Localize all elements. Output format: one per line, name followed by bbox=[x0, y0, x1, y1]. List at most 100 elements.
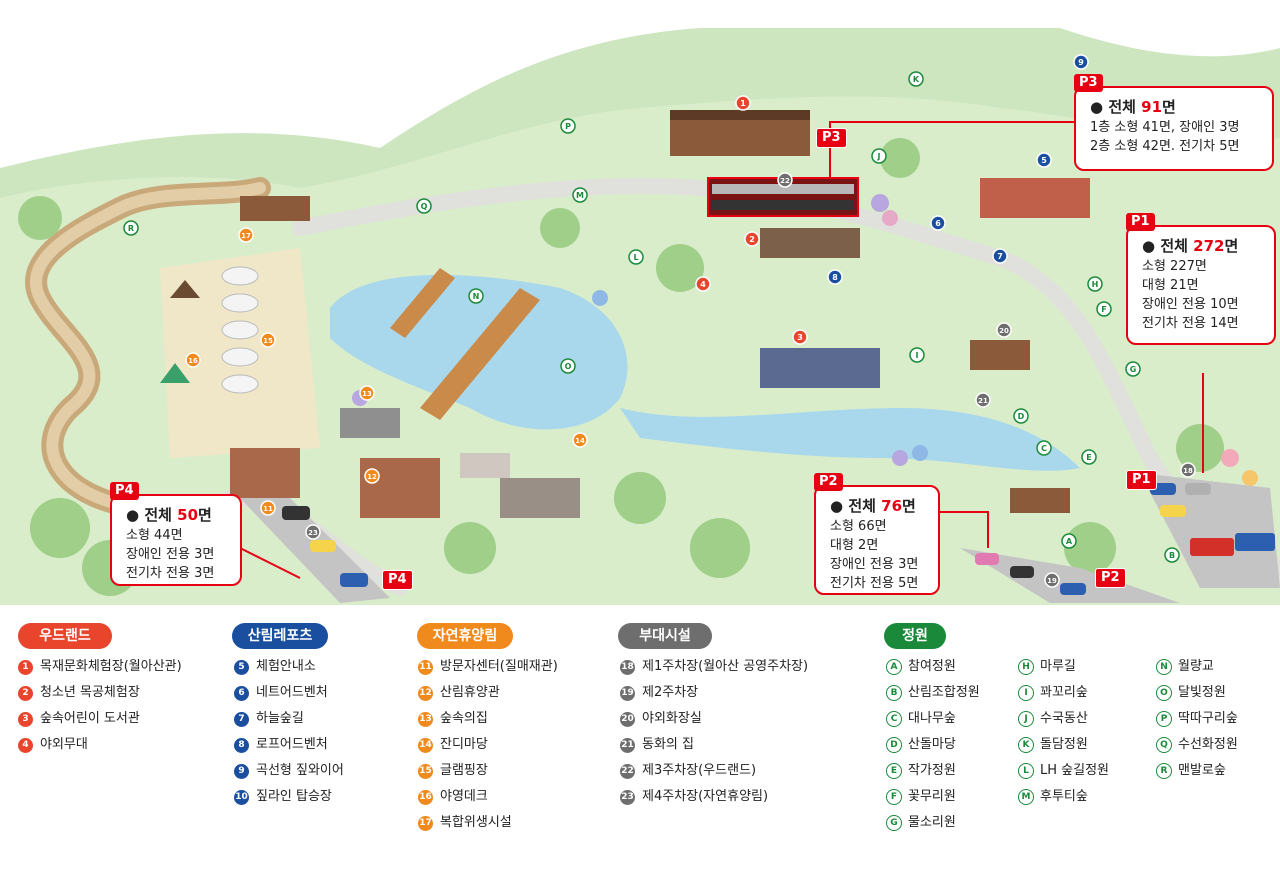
map-marker-label: C bbox=[1041, 444, 1047, 453]
letter-badge: H bbox=[1018, 659, 1034, 675]
letter-badge: E bbox=[886, 763, 902, 779]
map-marker-l: L bbox=[628, 249, 644, 265]
parking-detail: 전기차 전용 3면 bbox=[126, 566, 215, 581]
park-map: 12345678911121314151617181920212223ABCDE… bbox=[0, 28, 1280, 605]
map-marker-label: 23 bbox=[308, 529, 318, 537]
map-marker-label: G bbox=[1130, 365, 1137, 374]
map-marker-label: I bbox=[916, 351, 919, 360]
map-marker-m: M bbox=[572, 187, 588, 203]
map-label-p4: P4 bbox=[382, 570, 413, 590]
map-marker-label: 7 bbox=[997, 252, 1003, 261]
map-marker-23: 23 bbox=[305, 524, 321, 540]
map-marker-8: 8 bbox=[827, 269, 843, 285]
letter-badge: P bbox=[1156, 711, 1172, 727]
number-badge: 19 bbox=[620, 685, 635, 701]
map-marker-label: A bbox=[1066, 537, 1073, 546]
map-marker-1: 1 bbox=[735, 95, 751, 111]
map-marker-c: C bbox=[1036, 440, 1052, 456]
number-badge: 13 bbox=[418, 711, 433, 727]
number-badge: 2 bbox=[18, 685, 33, 701]
map-marker-label: F bbox=[1101, 305, 1106, 314]
legend-title-forest-sports: 산림레포츠 bbox=[232, 623, 328, 649]
parking-total-p1: ● 전체 272면 bbox=[1142, 237, 1239, 255]
map-marker-12: 12 bbox=[364, 468, 380, 484]
map-marker-15: 15 bbox=[260, 332, 276, 348]
number-badge: 1 bbox=[18, 659, 33, 675]
map-marker-13: 13 bbox=[359, 385, 375, 401]
legend-title-facility: 부대시설 bbox=[618, 623, 712, 649]
map-marker-label: 3 bbox=[797, 333, 803, 342]
map-marker-4: 4 bbox=[695, 276, 711, 292]
letter-badge: C bbox=[886, 711, 902, 727]
map-marker-18: 18 bbox=[1180, 462, 1196, 478]
letter-badge: I bbox=[1018, 685, 1034, 701]
parking-detail: 전기차 전용 14면 bbox=[1142, 316, 1239, 331]
number-badge: 14 bbox=[418, 737, 433, 753]
map-marker-label: 14 bbox=[575, 437, 585, 445]
letter-badge: G bbox=[886, 815, 902, 831]
map-marker-3: 3 bbox=[792, 329, 808, 345]
map-marker-21: 21 bbox=[975, 392, 991, 408]
letter-badge: R bbox=[1156, 763, 1172, 779]
parking-detail: 전기차 전용 5면 bbox=[830, 576, 919, 591]
map-marker-label: O bbox=[565, 362, 572, 371]
number-badge: 17 bbox=[418, 815, 433, 831]
parking-total-p2: ● 전체 76면 bbox=[830, 497, 916, 515]
legend-title-recreation: 자연휴양림 bbox=[417, 623, 513, 649]
map-marker-label: 9 bbox=[1078, 58, 1084, 67]
map-marker-20: 20 bbox=[996, 322, 1012, 338]
letter-badge: F bbox=[886, 789, 902, 805]
map-marker-label: 15 bbox=[263, 337, 273, 345]
map-marker-label: 22 bbox=[780, 177, 790, 185]
map-marker-label: D bbox=[1018, 412, 1025, 421]
number-badge: 3 bbox=[18, 711, 33, 727]
parking-callout-p2: P2 ● 전체 76면 소형 66면 대형 2면 장애인 전용 3면 전기차 전… bbox=[814, 473, 940, 595]
letter-badge: J bbox=[1018, 711, 1034, 727]
cars bbox=[282, 483, 1275, 595]
map-marker-label: 6 bbox=[935, 219, 941, 228]
letter-badge: A bbox=[886, 659, 902, 675]
map-marker-q: Q bbox=[416, 198, 432, 214]
number-badge: 21 bbox=[620, 737, 635, 753]
woodland-buildings bbox=[230, 110, 1090, 518]
map-marker-a: A bbox=[1061, 533, 1077, 549]
letter-badge: K bbox=[1018, 737, 1034, 753]
map-marker-label: 17 bbox=[241, 232, 251, 240]
map-marker-label: 1 bbox=[740, 99, 746, 108]
parking-tag-p1: P1 bbox=[1126, 213, 1155, 231]
bridge bbox=[420, 288, 540, 420]
map-marker-label: N bbox=[473, 292, 480, 301]
map-marker-label: H bbox=[1092, 280, 1099, 289]
map-marker-label: 16 bbox=[188, 357, 198, 365]
parking-tag-p2: P2 bbox=[814, 473, 843, 491]
map-marker-h: H bbox=[1087, 276, 1103, 292]
letter-badge: D bbox=[886, 737, 902, 753]
parking-callout-p4: P4 ● 전체 50면 소형 44면 장애인 전용 3면 전기차 전용 3면 bbox=[110, 482, 242, 586]
letter-badge: M bbox=[1018, 789, 1034, 805]
parking-tag-p3: P3 bbox=[1074, 74, 1103, 92]
map-marker-f: F bbox=[1096, 301, 1112, 317]
map-marker-i: I bbox=[909, 347, 925, 363]
parking-detail: 소형 66면 bbox=[830, 519, 887, 534]
number-badge: 6 bbox=[234, 685, 249, 701]
map-marker-d: D bbox=[1013, 408, 1029, 424]
parking-detail: 소형 44면 bbox=[126, 528, 183, 543]
parking-detail: 1층 소형 41면, 장애인 3명 bbox=[1090, 120, 1240, 135]
parking-detail: 장애인 전용 3면 bbox=[830, 557, 919, 572]
